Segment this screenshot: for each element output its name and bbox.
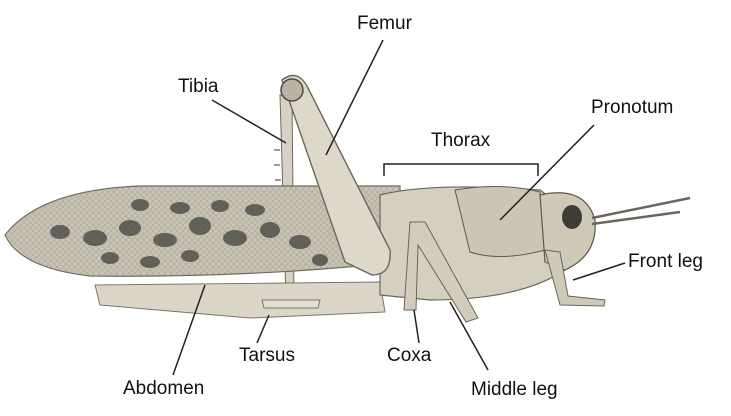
label-coxa: Coxa <box>387 346 431 365</box>
abdomen-shape <box>95 282 385 318</box>
wing-spot <box>289 235 311 249</box>
label-femur: Femur <box>357 14 412 33</box>
tibia-leader <box>212 100 286 143</box>
wing-spot <box>140 256 160 268</box>
label-abdomen: Abdomen <box>123 379 204 398</box>
pronotum-shape <box>455 186 545 256</box>
wing-spot <box>153 233 177 247</box>
wing-spot <box>260 222 280 238</box>
wing-spot <box>170 202 190 214</box>
tarsus-leader <box>257 315 269 343</box>
wing-spot <box>119 220 141 236</box>
label-tarsus: Tarsus <box>239 346 295 365</box>
wing-spot <box>83 230 107 246</box>
wing-spot <box>50 225 70 239</box>
label-tibia: Tibia <box>178 77 218 96</box>
wing-spot <box>181 250 199 262</box>
eye <box>562 205 582 229</box>
label-middle-leg: Middle leg <box>471 380 558 399</box>
coxa-leader <box>414 310 419 343</box>
tibia-spines <box>274 150 281 180</box>
femur-leader <box>326 40 383 155</box>
antenna <box>592 198 690 224</box>
wing-spot <box>189 217 211 235</box>
wing-spot <box>131 199 149 211</box>
knee-joint <box>281 79 303 101</box>
wing-spot <box>211 200 229 212</box>
wing-spot <box>245 204 265 216</box>
wing-spot <box>312 254 328 266</box>
wing-spot <box>101 252 119 264</box>
label-front-leg: Front leg <box>628 252 703 271</box>
front-leg-leader <box>573 263 625 280</box>
label-thorax: Thorax <box>431 131 490 150</box>
label-pronotum: Pronotum <box>591 98 673 117</box>
wing-spot <box>223 230 247 246</box>
thorax-bracket <box>384 164 538 176</box>
hind-tarsus <box>262 300 320 308</box>
